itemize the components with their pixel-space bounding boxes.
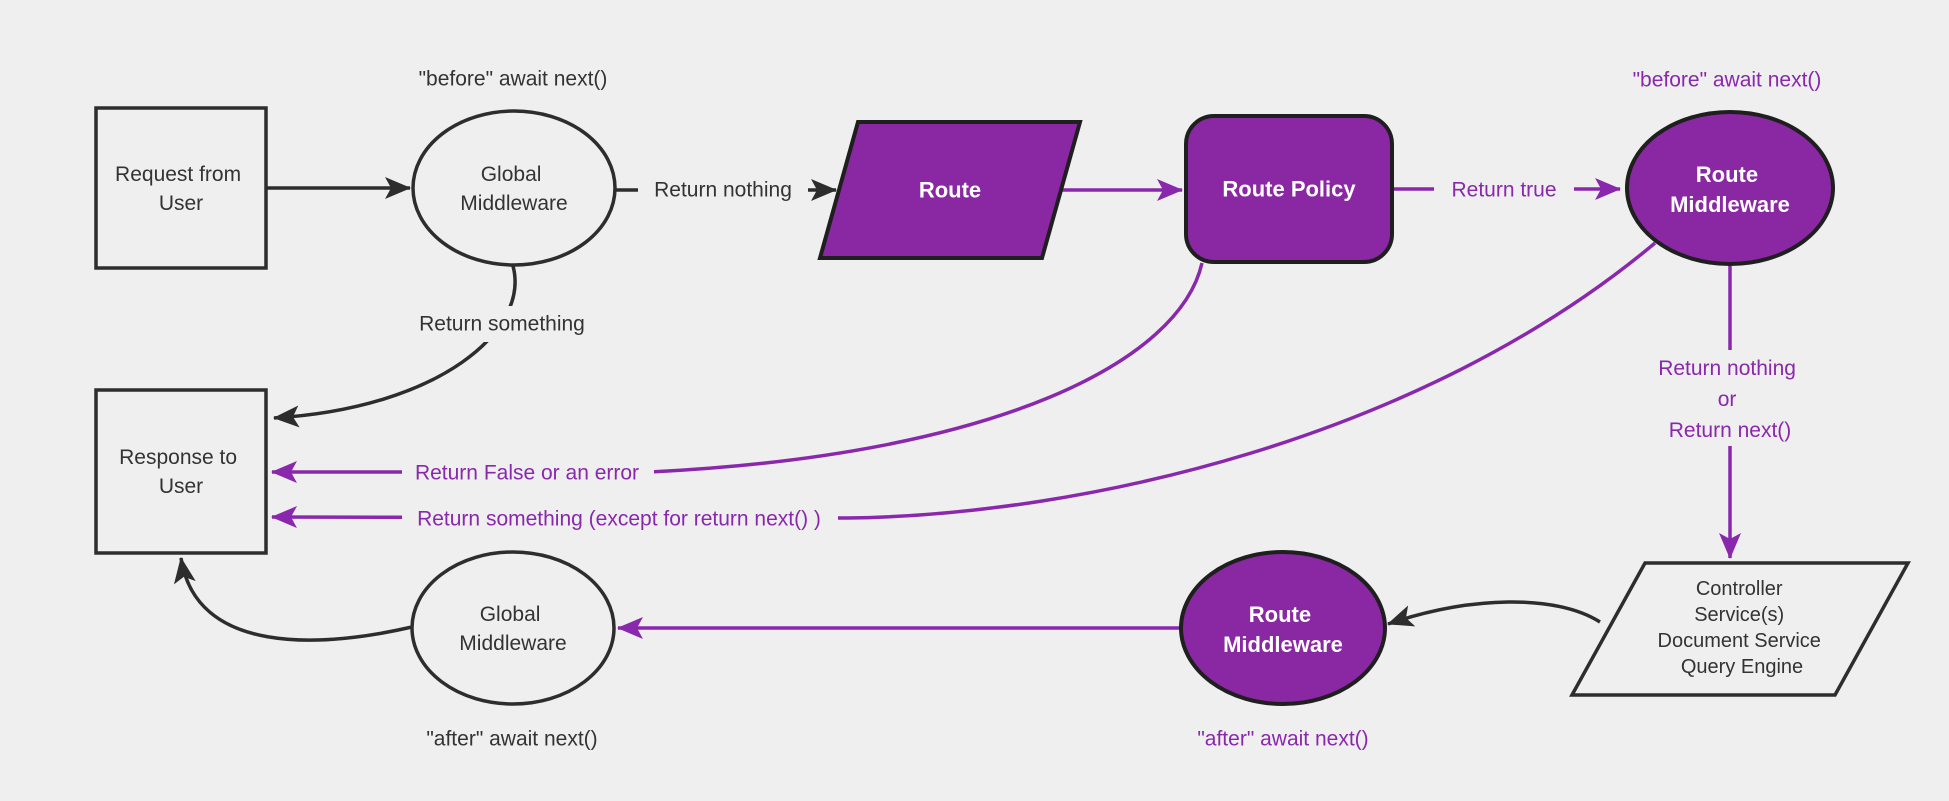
node-global-middleware-top: Global Middleware — [411, 109, 617, 267]
svg-text:Route Middleware: Route Middleware — [1223, 602, 1343, 657]
edge-label-background — [638, 172, 808, 208]
edge-label-after-await-next-route: "after" await next() — [1197, 728, 1368, 751]
svg-text:Return False or an error: Return False or an error — [415, 462, 639, 485]
edge-label-background — [400, 306, 605, 342]
request-from-user-box — [94, 106, 268, 270]
svg-text:Controller Service(s): Controller Service(s) Document Service Q… — [1658, 578, 1827, 678]
svg-text:Global Middleware: Global Middleware — [460, 163, 567, 215]
edge-route-policy-to-response — [271, 262, 1204, 483]
edge-global-middleware-bottom-to-response — [173, 557, 413, 642]
svg-text:Route Middleware: Route Middleware — [1670, 162, 1790, 217]
edge-label-background — [402, 455, 654, 491]
svg-text:Request from User: Request from User — [115, 163, 247, 215]
controller-parallelogram — [1569, 561, 1911, 697]
svg-text:Route: Route — [919, 178, 981, 203]
edge-label-return-false-or-error: Return False or an error — [402, 455, 654, 491]
edge-route-middleware-to-response — [271, 241, 1657, 529]
node-route-middleware-bottom: Route Middleware — [1179, 550, 1387, 706]
node-route: Route — [817, 120, 1083, 260]
node-route-policy: Route Policy — [1184, 114, 1394, 264]
svg-text:Return nothing or: Return nothing or Return next() — [1658, 357, 1802, 442]
edge-label-before-await-next-route: "before" await next() — [1633, 69, 1822, 92]
edge-label-background — [1434, 172, 1574, 208]
node-route-middleware-top: Route Middleware — [1625, 110, 1835, 266]
route-middleware-top-ellipse — [1625, 110, 1835, 266]
svg-text:Response to User: Response to User — [119, 446, 243, 498]
global-middleware-bottom-ellipse — [410, 550, 616, 706]
svg-text:Return something: Return something — [419, 313, 585, 336]
svg-text:Return something (except for r: Return something (except for return next… — [417, 508, 821, 531]
svg-text:Return nothing: Return nothing — [654, 179, 792, 202]
node-controller-services: Controller Service(s) Document Service Q… — [1569, 561, 1911, 697]
svg-text:Route Policy: Route Policy — [1222, 177, 1356, 202]
response-to-user-box — [94, 388, 268, 555]
route-policy-box — [1184, 114, 1394, 264]
global-middleware-top-ellipse — [411, 109, 617, 267]
edge-label-before-await-next-global: "before" await next() — [419, 68, 608, 91]
edge-label-background — [402, 501, 838, 537]
svg-text:Global Middleware: Global Middleware — [459, 603, 566, 655]
route-parallelogram — [817, 120, 1083, 260]
edge-label-return-something: Return something — [400, 306, 605, 342]
edge-label-background — [1638, 350, 1824, 446]
svg-text:Return true: Return true — [1451, 179, 1556, 202]
node-global-middleware-bottom: Global Middleware — [410, 550, 616, 706]
edge-controller-to-route-middleware-bottom — [1387, 600, 1601, 627]
node-response-to-user: Response to User — [94, 388, 268, 555]
node-request-from-user: Request from User — [94, 106, 268, 270]
edge-label-return-true: Return true — [1434, 172, 1574, 208]
edge-label-return-nothing: Return nothing — [638, 172, 808, 208]
edge-label-return-nothing-or-next: Return nothing or Return next() — [1638, 350, 1824, 446]
edge-label-return-something-except: Return something (except for return next… — [402, 501, 838, 537]
edge-global-middleware-to-response — [273, 265, 517, 428]
route-middleware-bottom-ellipse — [1179, 550, 1387, 706]
edge-label-after-await-next-global: "after" await next() — [426, 728, 597, 751]
